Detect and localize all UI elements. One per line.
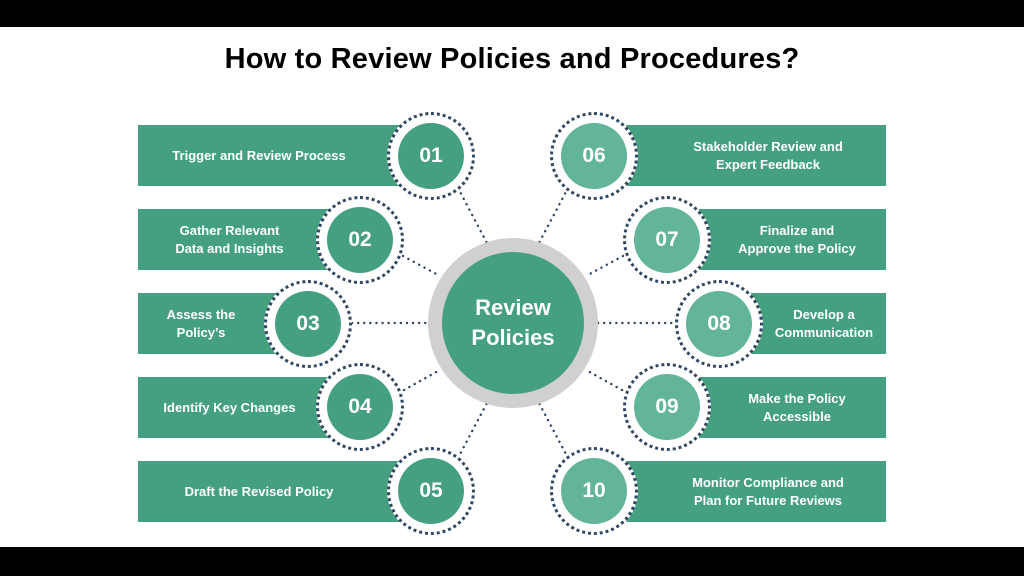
step-02-number: 02: [327, 207, 393, 273]
step-05-badge: 05: [387, 447, 475, 535]
step-01-bar: Trigger and Review Process: [138, 125, 400, 186]
connector-06: [537, 186, 570, 245]
step-10-label: Monitor Compliance and Plan for Future R…: [692, 474, 844, 508]
step-03-number: 03: [275, 291, 341, 357]
center-hub-label: Review Policies: [442, 252, 584, 394]
step-08-number: 08: [686, 291, 752, 357]
step-05-label: Draft the Revised Policy: [184, 483, 334, 499]
step-08-label: Develop a Communication: [774, 306, 874, 340]
connector-09: [584, 368, 624, 392]
step-09-label: Make the Policy Accessible: [748, 390, 846, 424]
step-04-label: Identify Key Changes: [163, 399, 296, 415]
step-01-label: Trigger and Review Process: [172, 147, 346, 163]
step-09-bar: Make the Policy Accessible: [680, 377, 886, 438]
step-02-label: Gather Relevant Data and Insights: [175, 222, 284, 256]
step-05-number: 05: [398, 458, 464, 524]
step-07-number: 07: [634, 207, 700, 273]
step-06-label: Stakeholder Review and Expert Feedback: [693, 138, 843, 172]
step-07-label: Finalize and Approve the Policy: [738, 222, 856, 256]
step-06-number: 06: [561, 123, 627, 189]
step-07-badge: 07: [623, 196, 711, 284]
step-01-badge: 01: [387, 112, 475, 200]
step-06-bar: Stakeholder Review and Expert Feedback: [626, 125, 886, 186]
connector-07: [584, 254, 625, 278]
step-02-bar: Gather Relevant Data and Insights: [138, 209, 346, 270]
step-07-bar: Finalize and Approve the Policy: [680, 209, 886, 270]
step-05-bar: Draft the Revised Policy: [138, 461, 400, 522]
step-02-badge: 02: [316, 196, 404, 284]
step-09-number: 09: [634, 374, 700, 440]
step-06-badge: 06: [550, 112, 638, 200]
step-01-number: 01: [398, 123, 464, 189]
step-09-badge: 09: [623, 363, 711, 451]
step-08-badge: 08: [675, 280, 763, 368]
step-03-label: Assess the Policy’s: [166, 306, 236, 340]
center-hub-ring: Review Policies: [428, 238, 598, 408]
page-title: How to Review Policies and Procedures?: [224, 43, 800, 75]
step-03-badge: 03: [264, 280, 352, 368]
step-04-badge: 04: [316, 363, 404, 451]
connector-01: [456, 186, 489, 245]
connector-10: [537, 401, 570, 460]
connector-05: [456, 401, 489, 460]
step-10-badge: 10: [550, 447, 638, 535]
step-04-number: 04: [327, 374, 393, 440]
step-10-number: 10: [561, 458, 627, 524]
step-10-bar: Monitor Compliance and Plan for Future R…: [626, 461, 886, 522]
step-04-bar: Identify Key Changes: [138, 377, 346, 438]
connector-02: [401, 254, 442, 278]
connector-04: [402, 368, 442, 392]
